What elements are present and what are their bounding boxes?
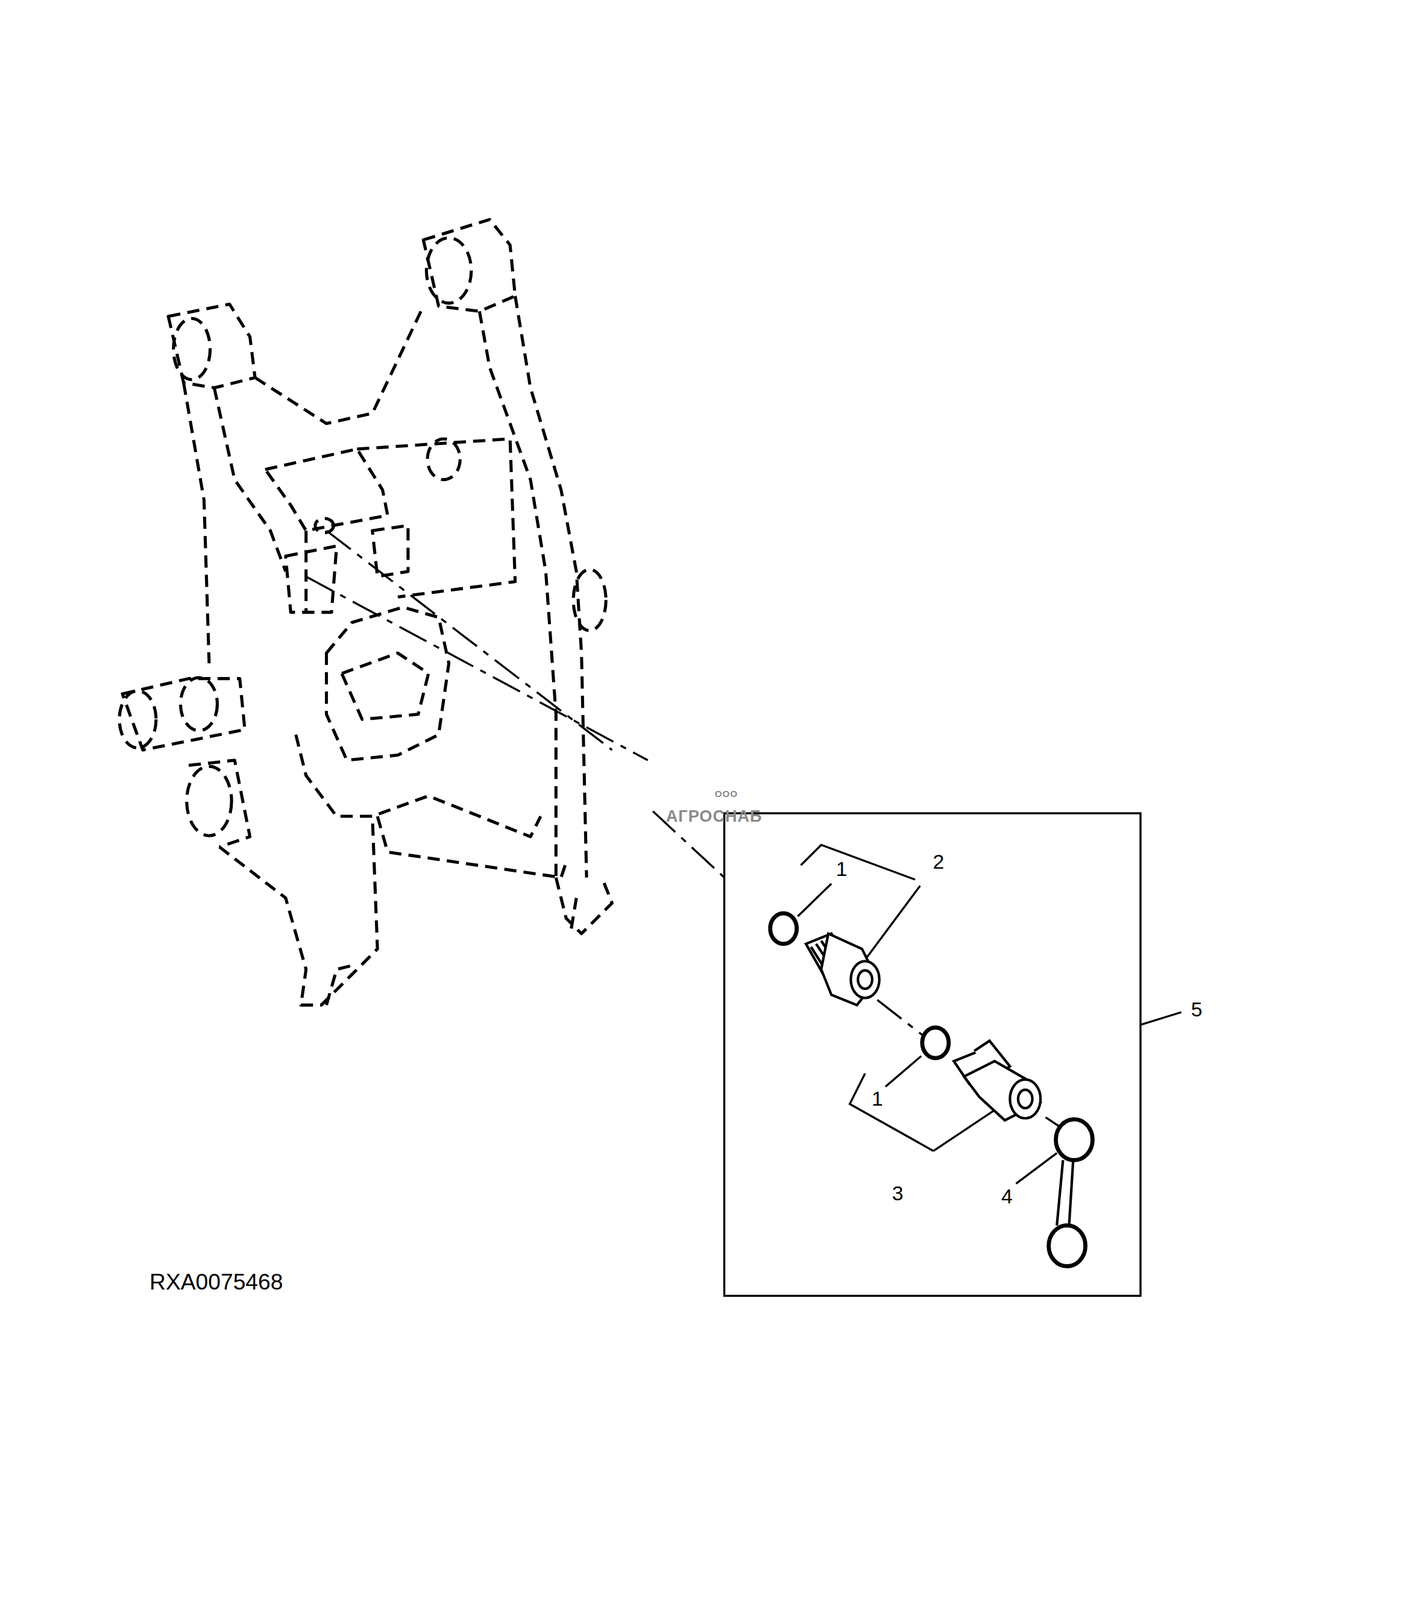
loader-frame (119, 219, 612, 1005)
callout-number: 4 (1001, 1186, 1013, 1207)
leader-line (797, 844, 1181, 1184)
center-line (306, 530, 1061, 1128)
figure-id: RXA0075468 (149, 1271, 283, 1294)
callout-number: 5 (1191, 999, 1203, 1020)
watermark: ООО (714, 789, 739, 799)
coupler-parts (770, 913, 1093, 1267)
callout-number: 1 (836, 858, 848, 880)
callout-number: 3 (892, 1183, 904, 1204)
kit-frame (724, 813, 1141, 1296)
watermark: АГРОСНАБ (666, 807, 763, 825)
callout-number: 2 (933, 851, 945, 873)
callout-number: 1 (871, 1088, 884, 1110)
